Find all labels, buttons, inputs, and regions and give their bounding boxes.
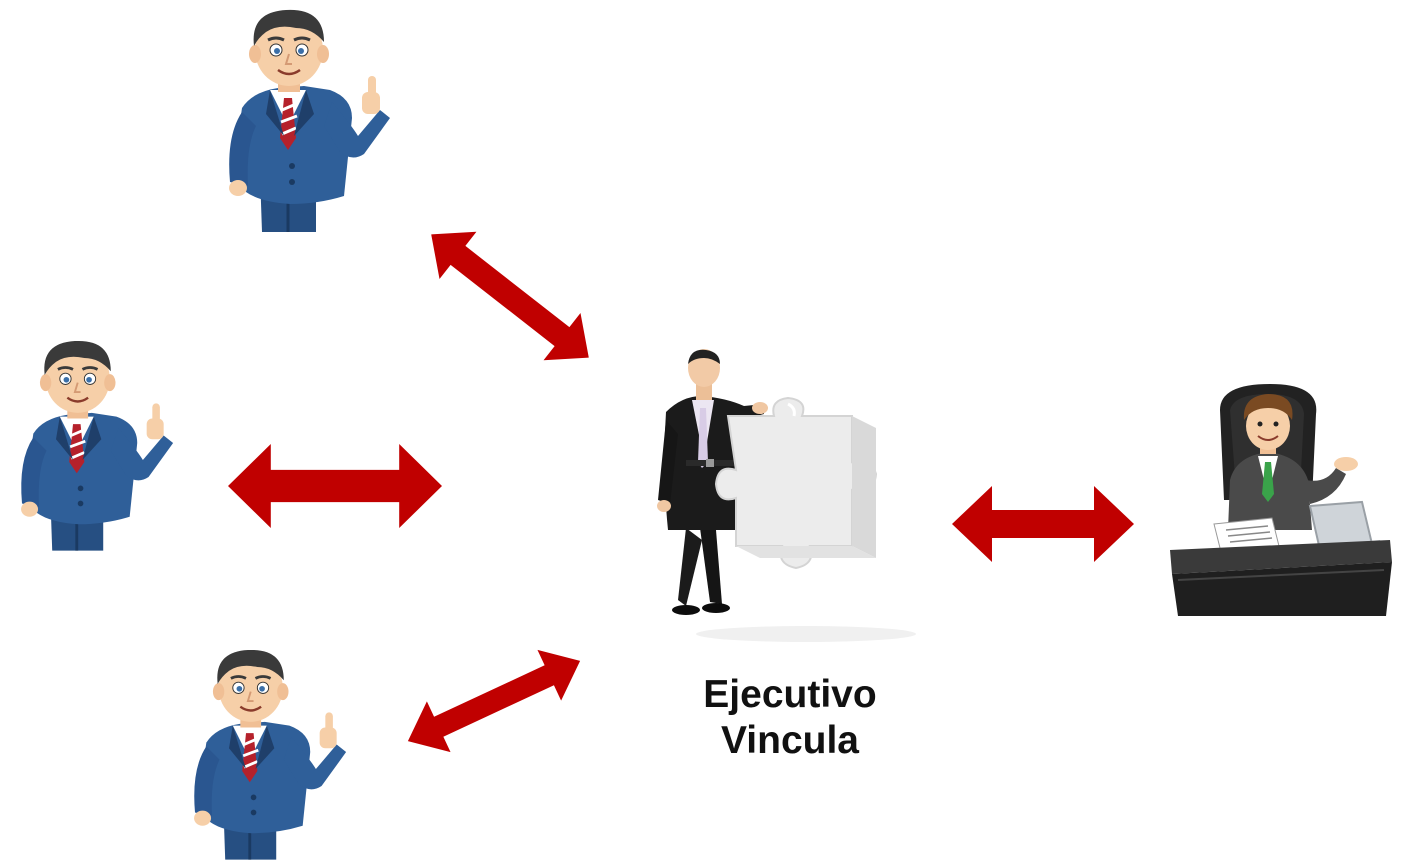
client-top-figure — [212, 6, 392, 232]
businessman-thumbs-up-icon — [5, 330, 175, 558]
arrow-executive-to-manager — [952, 486, 1134, 562]
businessman-thumbs-up-icon — [212, 6, 392, 232]
double-headed-arrow-icon — [412, 210, 608, 382]
executive-caption: Ejecutivo Vincula — [690, 672, 890, 764]
businessman-with-puzzle-piece-icon — [657, 349, 916, 642]
executive-figure — [656, 349, 920, 642]
businessman-at-desk-icon — [1170, 384, 1392, 616]
arrow-bottom-client-to-executive — [404, 646, 584, 756]
arrow-middle-client-to-executive — [228, 444, 442, 528]
arrow-top-client-to-executive — [412, 210, 608, 382]
caption-line-1: Ejecutivo — [703, 673, 877, 716]
client-middle-figure — [5, 330, 175, 558]
manager-at-desk-figure — [1150, 380, 1400, 620]
caption-line-2: Vincula — [720, 719, 859, 762]
double-headed-arrow-icon — [228, 444, 442, 528]
businessman-thumbs-up-icon — [178, 640, 348, 866]
double-headed-arrow-icon — [407, 649, 581, 753]
client-bottom-figure — [178, 640, 348, 866]
double-headed-arrow-icon — [952, 486, 1134, 562]
